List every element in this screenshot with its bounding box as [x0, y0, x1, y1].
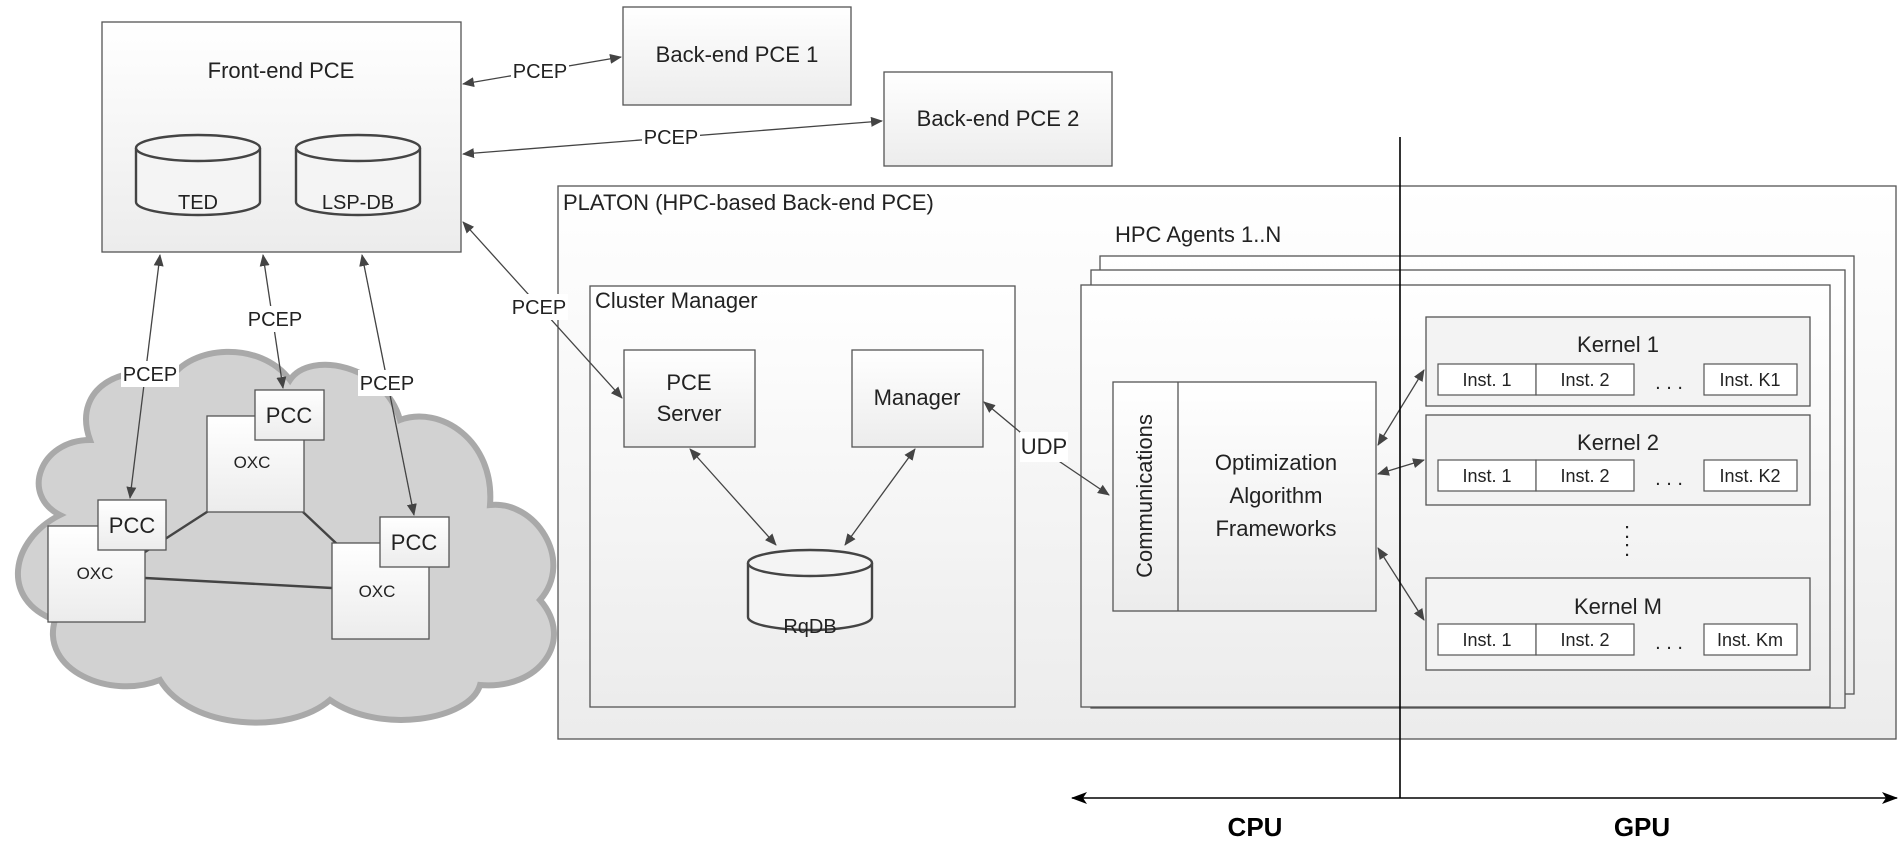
udp-label: UDP — [1021, 434, 1067, 459]
pcc-node-top: PCC — [254, 389, 325, 441]
pcep-label-bg — [246, 306, 304, 332]
pcc-label: PCC — [391, 530, 438, 555]
pcep-label-backend-2: PCEP — [644, 127, 698, 149]
back-end-pce-1: Back-end PCE 1 — [622, 6, 852, 106]
ted-database-icon — [134, 133, 262, 217]
kernel-2-inst-k: Inst. K2 — [1719, 466, 1780, 486]
pcc-node-right: PCC — [379, 516, 450, 568]
optimization-framework-block: Communications Optimization Algorithm Fr… — [1112, 381, 1377, 612]
pce-server-label-line1: PCE — [666, 370, 711, 395]
arrow-framework-kernel-1 — [1377, 369, 1425, 446]
pcep-label-bg — [511, 58, 569, 84]
pcc-label: PCC — [266, 403, 313, 428]
pce-server-label-line2: Server — [657, 401, 722, 426]
cluster-manager: Cluster Manager — [589, 285, 1016, 708]
kernel-2-inst-1: Inst. 1 — [1462, 466, 1511, 486]
rqdb-label: RqDB — [783, 616, 836, 638]
kernel-2: Kernel 2 Inst. 1 Inst. 2 . . . Inst. K2 — [1425, 414, 1811, 506]
pce-server: PCE Server — [623, 349, 756, 448]
oxc-label: OXC — [234, 453, 271, 472]
oxc-link-top-right — [302, 511, 339, 546]
pcep-label-left: PCEP — [123, 364, 177, 386]
kernel-1-ellipsis: . . . — [1655, 372, 1683, 394]
kernel-m-label: Kernel M — [1574, 594, 1662, 619]
back-end-pce-2: Back-end PCE 2 — [883, 71, 1113, 167]
arrow-manager-rqdb — [844, 448, 916, 546]
kernel-1-inst-k: Inst. K1 — [1719, 370, 1780, 390]
cluster-manager-title: Cluster Manager — [595, 288, 758, 313]
back-end-pce-2-label: Back-end PCE 2 — [917, 106, 1080, 131]
rqdb-database-icon — [746, 548, 874, 632]
optimization-label-line1: Optimization — [1215, 450, 1337, 475]
manager-label: Manager — [874, 385, 961, 410]
hpc-agents-title: HPC Agents 1..N — [1115, 222, 1281, 247]
kernel-m: Kernel M Inst. 1 Inst. 2 . . . Inst. Km — [1425, 577, 1811, 671]
platon-title: PLATON (HPC-based Back-end PCE) — [563, 190, 934, 215]
udp-label-bg — [1020, 432, 1068, 462]
oxc-link-left-right — [144, 576, 333, 590]
kernel-2-inst-2: Inst. 2 — [1560, 466, 1609, 486]
pcep-label-middle: PCEP — [248, 309, 302, 331]
gpu-label: GPU — [1614, 812, 1670, 842]
pcep-label-backend-1: PCEP — [513, 61, 567, 83]
oxc-label: OXC — [77, 564, 114, 583]
pcep-label-bg — [510, 294, 568, 320]
lsp-db-label: LSP-DB — [322, 192, 394, 214]
communications-label: Communications — [1132, 414, 1157, 578]
pcc-node-left: PCC — [97, 499, 167, 551]
oxc-label: OXC — [359, 582, 396, 601]
pcep-label-bg — [121, 361, 179, 387]
front-end-pce: Front-end PCE TED LSP-DB — [101, 21, 462, 253]
kernel-2-ellipsis: . . . — [1655, 468, 1683, 490]
ted-label: TED — [178, 192, 218, 214]
pcep-label-right: PCEP — [360, 373, 414, 395]
pcc-label: PCC — [109, 513, 156, 538]
arrow-framework-kernel-m — [1377, 547, 1425, 621]
back-end-pce-1-label: Back-end PCE 1 — [656, 42, 819, 67]
cpu-label: CPU — [1228, 812, 1283, 842]
pcep-label-platon: PCEP — [512, 297, 566, 319]
kernel-1: Kernel 1 Inst. 1 Inst. 2 . . . Inst. K1 — [1425, 316, 1811, 407]
kernel-m-inst-k: Inst. Km — [1717, 630, 1783, 650]
kernel-1-inst-2: Inst. 2 — [1560, 370, 1609, 390]
kernel-1-inst-1: Inst. 1 — [1462, 370, 1511, 390]
pcep-label-bg — [358, 370, 416, 396]
kernel-vertical-ellipsis: : — [1624, 518, 1630, 543]
lsp-db-database-icon — [294, 133, 422, 217]
arrow-pceserver-rqdb — [689, 448, 777, 546]
optimization-label-line3: Frameworks — [1215, 516, 1336, 541]
pcep-label-bg — [642, 124, 700, 150]
front-end-pce-title: Front-end PCE — [208, 58, 355, 83]
kernel-2-label: Kernel 2 — [1577, 430, 1659, 455]
optimization-label-line2: Algorithm — [1230, 483, 1323, 508]
manager: Manager — [851, 349, 984, 448]
kernel-m-inst-2: Inst. 2 — [1560, 630, 1609, 650]
kernel-m-inst-1: Inst. 1 — [1462, 630, 1511, 650]
kernel-vertical-ellipsis: : — [1624, 536, 1630, 561]
kernel-1-label: Kernel 1 — [1577, 332, 1659, 357]
arrow-framework-kernel-2 — [1377, 458, 1425, 476]
kernel-m-ellipsis: . . . — [1655, 632, 1683, 654]
